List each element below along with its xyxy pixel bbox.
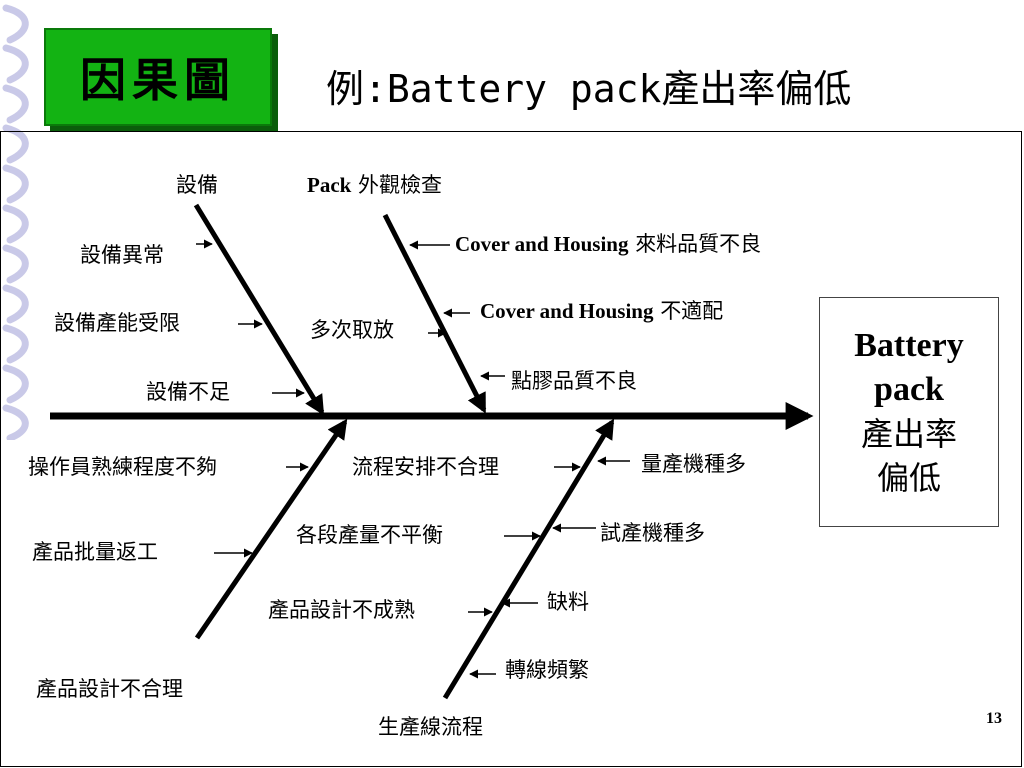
cause-cover-quality: Cover and Housing 來料品質不良: [455, 234, 761, 255]
category-inspection: Pack 外觀檢查: [307, 175, 442, 196]
bone-production-line: [442, 418, 615, 700]
cause-process-arrangement: 流程安排不合理: [352, 455, 499, 479]
cause-stage-imbalance: 各段產量不平衡: [296, 523, 443, 547]
cause-cover-mismatch: Cover and Housing 不適配: [480, 301, 723, 322]
effect-line-1: Battery: [854, 327, 964, 364]
spiral-binding-decoration: [2, 4, 29, 440]
cause-batch-rework: 產品批量返工: [32, 540, 158, 564]
cause-equipment-insufficient: 設備不足: [146, 380, 230, 404]
bone-equipment: [193, 203, 325, 416]
effect-box: Battery pack 產出率 偏低: [819, 297, 999, 527]
cause-material-shortage: 缺料: [547, 590, 589, 614]
effect-line-4: 偏低: [876, 459, 941, 497]
category-product-design: 產品設計不合理: [36, 677, 183, 701]
category-inspection-prefix: Pack: [307, 173, 352, 197]
page-title: 例:Battery pack產出率偏低: [326, 67, 852, 111]
page-number: 13: [986, 710, 1002, 727]
title-badge: 因果圖: [44, 28, 272, 126]
category-inspection-suffix: 外觀檢查: [358, 173, 443, 197]
cause-cover-mismatch-en: Cover and Housing: [480, 299, 654, 323]
cause-cover-quality-en: Cover and Housing: [455, 232, 629, 256]
diagram-frame: [0, 131, 1022, 767]
cause-frequent-changeover: 轉線頻繁: [505, 658, 589, 682]
cause-multiple-handling: 多次取放: [310, 318, 394, 342]
cause-cover-mismatch-zh: 不適配: [660, 299, 724, 323]
effect-line-3: 產出率: [860, 415, 957, 453]
cause-operator-skill: 操作員熟練程度不夠: [28, 455, 217, 479]
cause-capacity-limited: 設備產能受限: [54, 311, 180, 335]
cause-trial-models: 試產機種多: [600, 521, 705, 545]
badge-label: 因果圖: [80, 53, 236, 107]
bone-operator: [194, 418, 348, 640]
category-equipment: 設備: [176, 173, 218, 197]
effect-line-2: pack: [874, 371, 944, 408]
cause-mass-models: 量產機種多: [641, 452, 746, 476]
cause-glue-quality: 點膠品質不良: [511, 369, 637, 393]
cause-equipment-abnormal: 設備異常: [80, 243, 164, 267]
cause-design-immature: 產品設計不成熟: [268, 598, 415, 622]
cause-cover-quality-zh: 來料品質不良: [635, 232, 762, 256]
category-production-line: 生產線流程: [378, 715, 483, 739]
bone-inspection: [382, 213, 487, 414]
